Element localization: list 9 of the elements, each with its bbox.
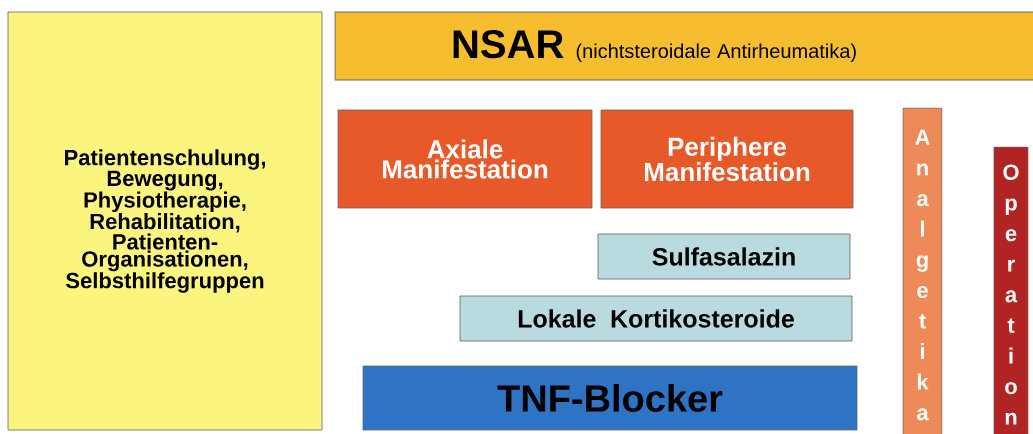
vertical-band: Analgetika <box>902 107 943 434</box>
therapy-box: TNF-Blocker <box>362 365 858 431</box>
manifestation-box: Axiale Manifestation <box>337 109 593 209</box>
vertical-band: Operation <box>993 146 1029 434</box>
manifestation-box: Periphere Manifestation <box>600 109 854 209</box>
treatment-band: NSAR (nichtsteroidale Antirheumatika) <box>334 11 1033 81</box>
therapy-box: Patientenschulung, Bewegung, Physiotherapie, Rehabilitation, Patienten-Organisationen, Selbsthilfegruppen <box>7 11 323 431</box>
therapy-box: Sulfasalazin <box>597 233 851 280</box>
therapy-box: Lokale Kortikosteroide <box>459 295 853 342</box>
